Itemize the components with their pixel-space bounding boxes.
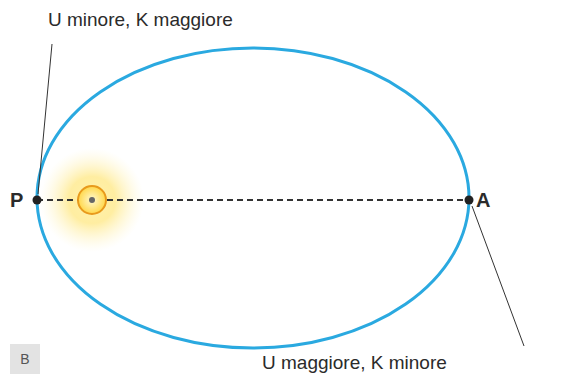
sun [78, 186, 106, 214]
aphelion-dot [465, 196, 474, 205]
perihelion-dot [33, 196, 42, 205]
focus-dot [89, 197, 95, 203]
energy-note: U minore, K maggiore [48, 10, 233, 31]
point-label: A [476, 189, 490, 211]
leader-line [472, 206, 524, 346]
point-label: P [10, 189, 23, 211]
energy-note: U maggiore, K minore [262, 353, 447, 374]
figure-tag: B [10, 344, 40, 374]
leader-line [38, 44, 52, 194]
figure-letter: B [20, 351, 29, 367]
orbit-ellipse [37, 48, 469, 348]
